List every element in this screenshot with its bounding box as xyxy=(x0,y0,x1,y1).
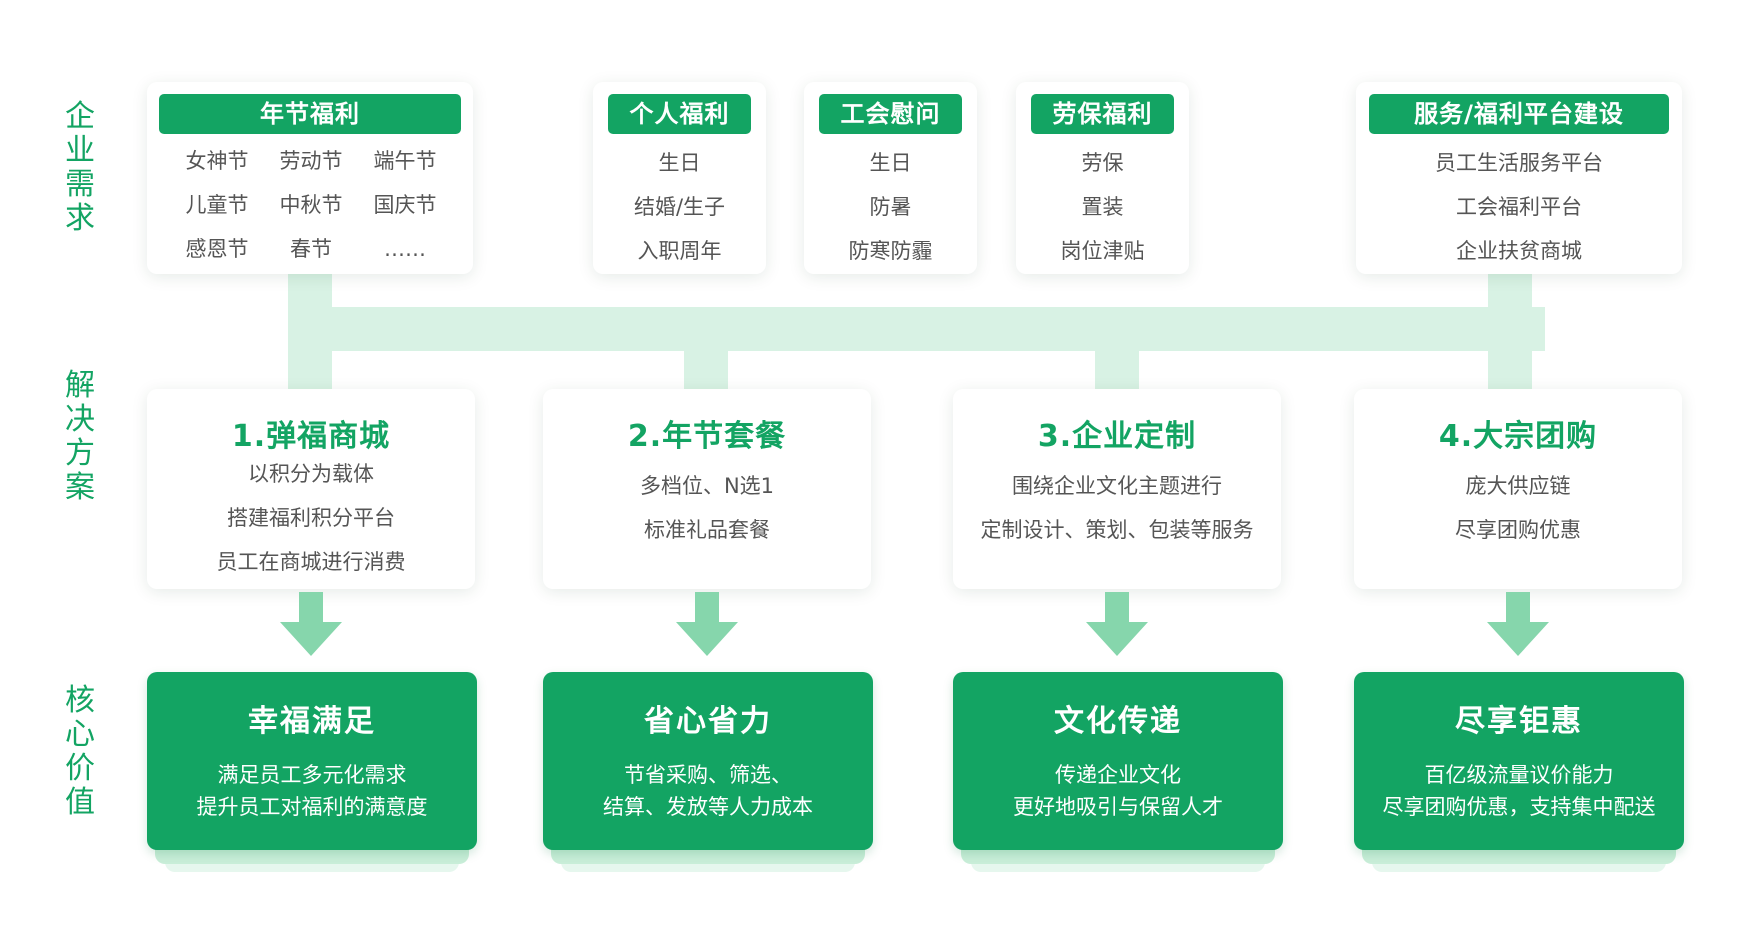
festival-item: 劳动节 xyxy=(279,149,343,173)
personal-item: 生日 xyxy=(658,151,701,175)
labor-item: 劳保 xyxy=(1081,151,1124,175)
solution-title: 2.年节套餐 xyxy=(627,419,787,454)
solution-title: 3.企业定制 xyxy=(1037,419,1197,454)
value-card: 文化传递 传递企业文化 更好地吸引与保留人才 xyxy=(953,672,1283,850)
connector-drop-2 xyxy=(684,340,728,392)
value-card: 尽享钜惠 百亿级流量议价能力 尽享团购优惠，支持集中配送 xyxy=(1354,672,1684,850)
value-card-stack-2: 省心省力 节省采购、筛选、 结算、发放等人力成本 xyxy=(543,672,873,872)
solution-line: 多档位、N选1 xyxy=(639,474,775,498)
solution-card-3: 3.企业定制 围绕企业文化主题进行 定制设计、策划、包装等服务 xyxy=(953,389,1281,589)
connector-right-riser xyxy=(1488,272,1532,392)
union-item: 防暑 xyxy=(869,195,912,219)
solution-line: 尽享团购优惠 xyxy=(1455,518,1581,542)
value-line: 百亿级流量议价能力 xyxy=(1424,763,1614,787)
value-card-stack-1: 幸福满足 满足员工多元化需求 提升员工对福利的满意度 xyxy=(147,672,477,872)
solution-line: 定制设计、策划、包装等服务 xyxy=(980,518,1254,542)
solution-line: 搭建福利积分平台 xyxy=(227,506,395,530)
row-label-value: 核心价值 xyxy=(65,683,95,820)
solution-line: 标准礼品套餐 xyxy=(644,518,770,542)
festival-item: 儿童节 xyxy=(185,193,249,217)
festival-item: 中秋节 xyxy=(279,193,343,217)
festival-item: 端午节 xyxy=(373,149,437,173)
solution-card-2: 2.年节套餐 多档位、N选1 标准礼品套餐 xyxy=(543,389,871,589)
value-title: 幸福满足 xyxy=(248,704,376,739)
value-line: 满足员工多元化需求 xyxy=(217,763,407,787)
festival-item: 感恩节 xyxy=(185,237,249,261)
connector-left-riser xyxy=(288,272,332,392)
tag-labor-welfare: 劳保福利 xyxy=(1031,94,1174,134)
tag-festival-welfare: 年节福利 xyxy=(159,94,461,134)
labor-item: 岗位津贴 xyxy=(1060,239,1145,263)
demand-card-labor: 劳保福利 劳保 置装 岗位津贴 xyxy=(1016,82,1189,274)
personal-item: 结婚/生子 xyxy=(633,195,726,219)
solution-line: 员工在商城进行消费 xyxy=(216,550,406,574)
tag-union-care: 工会慰问 xyxy=(819,94,962,134)
platform-item: 企业扶贫商城 xyxy=(1456,239,1582,263)
solution-title: 1.弹福商城 xyxy=(231,419,391,454)
value-line: 提升员工对福利的满意度 xyxy=(196,795,428,819)
down-arrow-icon xyxy=(1487,592,1549,656)
connector-drop-3 xyxy=(1095,340,1139,392)
demand-card-festival: 年节福利 女神节 劳动节 端午节 儿童节 中秋节 国庆节 感恩节 春节 …… xyxy=(147,82,473,274)
value-line: 传递企业文化 xyxy=(1055,763,1181,787)
union-item: 防寒防霾 xyxy=(848,239,933,263)
value-card-stack-4: 尽享钜惠 百亿级流量议价能力 尽享团购优惠，支持集中配送 xyxy=(1354,672,1684,872)
tag-personal-welfare: 个人福利 xyxy=(608,94,751,134)
down-arrow-icon xyxy=(1086,592,1148,656)
festival-item: 国庆节 xyxy=(373,193,437,217)
solution-line: 以积分为载体 xyxy=(248,462,374,486)
solution-card-4: 4.大宗团购 庞大供应链 尽享团购优惠 xyxy=(1354,389,1682,589)
platform-item: 员工生活服务平台 xyxy=(1435,151,1603,175)
value-card: 幸福满足 满足员工多元化需求 提升员工对福利的满意度 xyxy=(147,672,477,850)
tag-platform-building: 服务/福利平台建设 xyxy=(1369,94,1669,134)
down-arrow-icon xyxy=(676,592,738,656)
festival-item: 春节 xyxy=(290,237,332,261)
value-line: 更好地吸引与保留人才 xyxy=(1013,795,1223,819)
labor-item: 置装 xyxy=(1081,195,1124,219)
value-title: 文化传递 xyxy=(1054,704,1182,739)
solution-card-1: 1.弹福商城 以积分为载体 搭建福利积分平台 员工在商城进行消费 xyxy=(147,389,475,589)
festival-item: …… xyxy=(384,237,426,261)
down-arrow-icon xyxy=(280,592,342,656)
solution-line: 围绕企业文化主题进行 xyxy=(1012,474,1222,498)
value-title: 尽享钜惠 xyxy=(1455,704,1583,739)
platform-item: 工会福利平台 xyxy=(1456,195,1582,219)
row-label-solution: 解决方案 xyxy=(65,368,95,505)
value-line: 尽享团购优惠，支持集中配送 xyxy=(1382,795,1656,819)
value-line: 结算、发放等人力成本 xyxy=(603,795,813,819)
demand-card-platform: 服务/福利平台建设 员工生活服务平台 工会福利平台 企业扶贫商城 xyxy=(1356,82,1682,274)
union-item: 生日 xyxy=(869,151,912,175)
connector-horizontal-bar xyxy=(290,307,1545,351)
value-line: 节省采购、筛选、 xyxy=(624,763,792,787)
value-card-stack-3: 文化传递 传递企业文化 更好地吸引与保留人才 xyxy=(953,672,1283,872)
demand-card-union: 工会慰问 生日 防暑 防寒防霾 xyxy=(804,82,977,274)
solution-title: 4.大宗团购 xyxy=(1438,419,1598,454)
row-label-demand: 企业需求 xyxy=(65,99,95,236)
value-title: 省心省力 xyxy=(644,704,772,739)
festival-item: 女神节 xyxy=(185,149,249,173)
demand-card-personal: 个人福利 生日 结婚/生子 入职周年 xyxy=(593,82,766,274)
personal-item: 入职周年 xyxy=(637,239,722,263)
value-card: 省心省力 节省采购、筛选、 结算、发放等人力成本 xyxy=(543,672,873,850)
solution-line: 庞大供应链 xyxy=(1465,474,1571,498)
